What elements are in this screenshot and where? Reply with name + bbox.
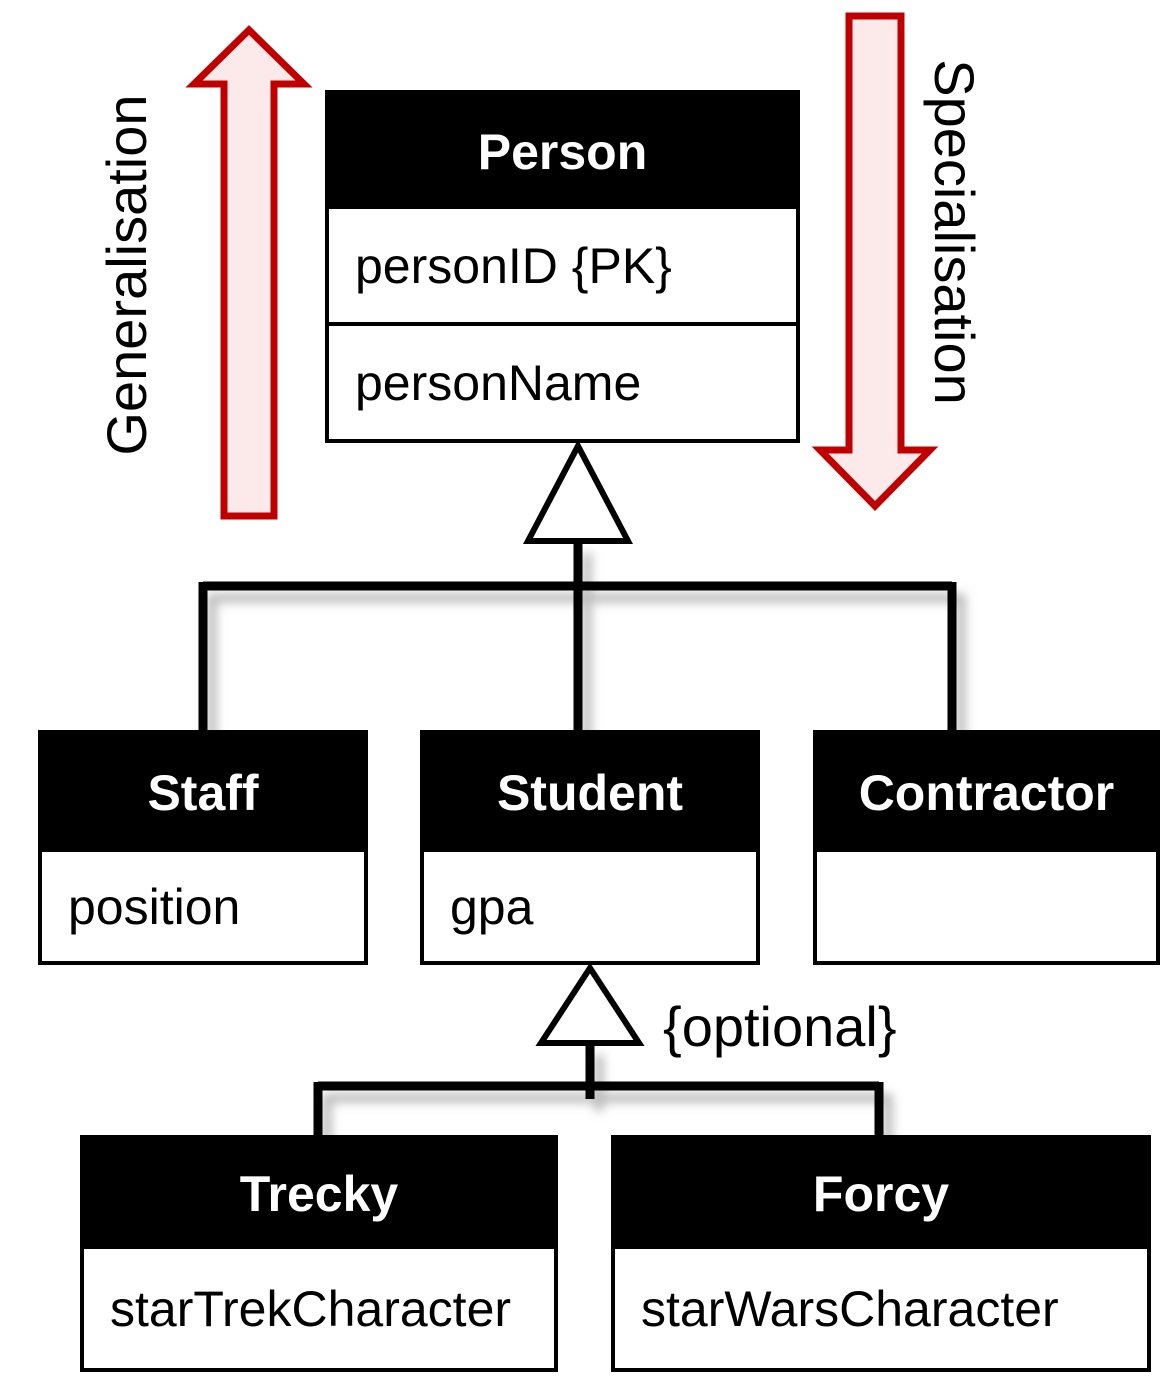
entity-staff: Staff position <box>38 730 368 965</box>
entity-trecky-attr-startrekcharacter: starTrekCharacter <box>110 1280 512 1337</box>
entity-forcy-attr-starwarscharacter: starWarsCharacter <box>641 1280 1059 1337</box>
entity-contractor-attr-empty <box>817 852 1156 961</box>
entity-staff-title: Staff <box>42 734 364 852</box>
entity-staff-attr-position: position <box>68 878 241 935</box>
entity-person: Person personID {PK} personName <box>325 90 800 443</box>
entity-trecky: Trecky starTrekCharacter <box>80 1135 558 1372</box>
inheritance-triangle-person <box>523 439 633 544</box>
entity-student: Student gpa <box>420 730 760 965</box>
optional-constraint-label: {optional} <box>663 995 897 1058</box>
entity-trecky-title: Trecky <box>84 1139 554 1249</box>
entity-person-title: Person <box>329 94 796 209</box>
entity-contractor: Contractor <box>813 730 1160 965</box>
specialisation-down-arrow <box>811 12 939 511</box>
entity-student-attr-gpa: gpa <box>450 878 534 935</box>
generalisation-up-arrow <box>185 25 313 520</box>
entity-person-attr-personname: personName <box>329 322 796 439</box>
entity-student-title: Student <box>424 734 756 852</box>
entity-forcy: Forcy starWarsCharacter <box>611 1135 1151 1372</box>
specialisation-label: Specialisation <box>923 59 986 405</box>
generalisation-label: Generalisation <box>95 94 158 456</box>
inheritance-triangle-student <box>535 962 645 1046</box>
entity-forcy-title: Forcy <box>615 1139 1147 1249</box>
entity-contractor-title: Contractor <box>817 734 1156 852</box>
entity-person-attr-personid: personID {PK} <box>355 237 672 294</box>
